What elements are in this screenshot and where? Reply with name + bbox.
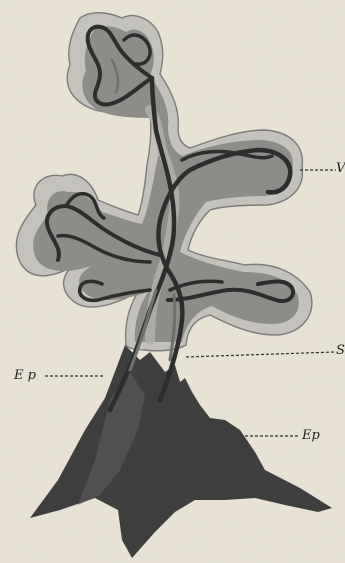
label-s: S (336, 344, 345, 357)
label-ep-left: E p (14, 369, 36, 382)
label-v: V (336, 162, 345, 175)
label-ep-right: Ep (302, 429, 320, 442)
